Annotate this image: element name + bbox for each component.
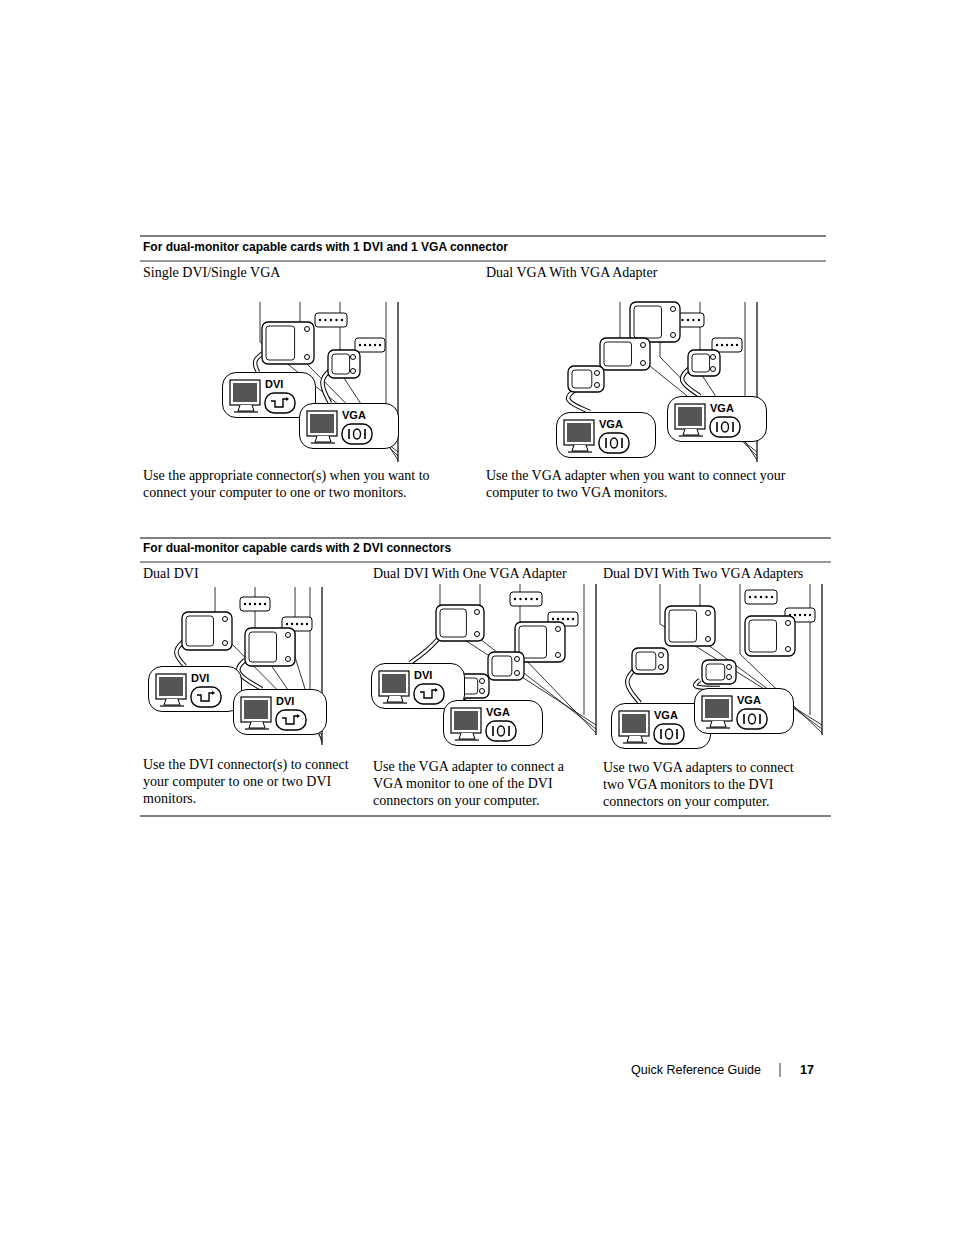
back-panel <box>260 302 398 462</box>
monitor-badge: VGA <box>694 688 794 734</box>
connector-type-label: DVI <box>276 695 294 707</box>
column-title: Dual DVI With Two VGA Adapters <box>603 565 803 582</box>
monitor-badge: DVI <box>148 666 242 712</box>
plug <box>568 366 604 392</box>
connector-type-label: VGA <box>737 694 761 706</box>
port <box>510 592 542 606</box>
description: Use the VGA adapter to connect a VGA mon… <box>373 758 583 809</box>
table-rule <box>140 562 831 563</box>
cable-core <box>568 390 590 412</box>
monitor-badge: DVI <box>233 689 327 735</box>
plug <box>245 628 295 666</box>
port <box>315 313 347 327</box>
table-rule <box>140 538 831 539</box>
table-rule <box>140 261 826 262</box>
connector-type-label: VGA <box>654 709 678 721</box>
table-header: For dual-monitor capable cards with 1 DV… <box>143 240 508 254</box>
connector-type-label: DVI <box>414 669 432 681</box>
plug <box>702 660 736 684</box>
plug <box>436 605 484 641</box>
table-rule <box>780 1063 781 1077</box>
column-title: Dual VGA With VGA Adapter <box>486 264 657 281</box>
description: Use the DVI connector(s) to connect your… <box>143 756 369 807</box>
monitor-badge: VGA <box>443 700 543 746</box>
connector-type-label: VGA <box>342 409 366 421</box>
cable <box>410 637 440 663</box>
monitor-badge: VGA <box>667 396 767 442</box>
port <box>355 338 385 352</box>
description: Use the appropriate connector(s) when yo… <box>143 467 453 501</box>
connector-type-label: VGA <box>599 418 623 430</box>
plug <box>600 338 650 370</box>
plug <box>182 612 232 650</box>
plug <box>488 652 524 680</box>
plug <box>262 322 314 364</box>
description: Use two VGA adapters to connect two VGA … <box>603 759 815 810</box>
connector-type-label: VGA <box>710 402 734 414</box>
column-title: Dual DVI With One VGA Adapter <box>373 565 567 582</box>
monitor-badge: VGA <box>556 412 656 458</box>
connector-type-label: DVI <box>265 378 283 390</box>
table-rule <box>140 816 831 817</box>
plug <box>328 350 360 378</box>
plug <box>688 350 720 376</box>
port <box>240 597 270 611</box>
column-title: Single DVI/Single VGA <box>143 264 280 281</box>
footer-text: Quick Reference Guide <box>631 1063 761 1078</box>
table-rule <box>140 236 826 237</box>
monitor-badge: VGA <box>299 403 399 449</box>
table-header: For dual-monitor capable cards with 2 DV… <box>143 541 451 555</box>
description: Use the VGA adapter when you want to con… <box>486 467 786 501</box>
connector-type-label: VGA <box>486 706 510 718</box>
column-title: Dual DVI <box>143 565 199 582</box>
plug <box>632 648 668 674</box>
plug <box>630 302 680 342</box>
page-number: 17 <box>800 1063 814 1078</box>
connector-type-label: DVI <box>191 672 209 684</box>
connector-illustrations <box>176 302 822 745</box>
port <box>745 590 777 604</box>
cable-core <box>410 637 440 663</box>
plug <box>665 606 715 646</box>
cable <box>568 390 590 412</box>
plug <box>745 616 795 656</box>
